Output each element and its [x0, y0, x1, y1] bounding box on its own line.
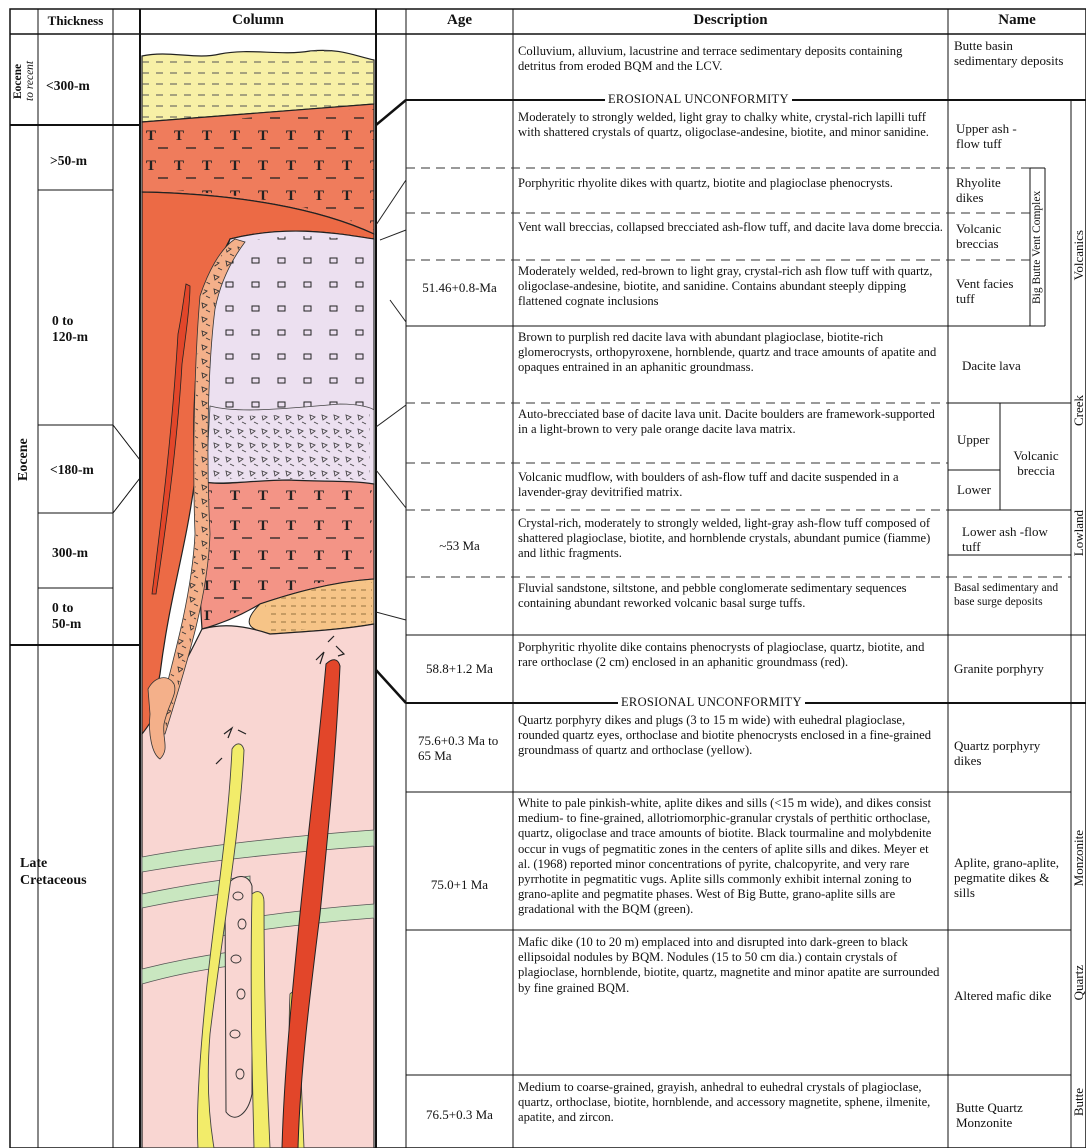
era-late-cretaceous: Late Cretaceous: [20, 855, 87, 889]
era-eocene: Eocene: [16, 420, 32, 500]
name-row-2: Upper ash -flow tuff: [952, 121, 1030, 151]
era-eocene-recent-line1: Eocene: [12, 63, 24, 98]
name-row-6: Dacite lava: [958, 358, 1068, 373]
name-row-7: Upper: [953, 432, 999, 447]
age-row-12: 75.6+0.3 Ma to 65 Ma: [406, 733, 513, 763]
name-row-8: Lower: [953, 482, 999, 497]
desc-row-7: Auto-brecciated base of dacite lava unit…: [513, 407, 948, 437]
name-row-1: Butte basin sedimentary deposits: [950, 38, 1070, 68]
unconformity-upper: EROSIONAL UNCONFORMITY: [605, 92, 792, 107]
desc-row-1: Colluvium, alluvium, lacustrine and terr…: [513, 44, 948, 74]
desc-row-6: Brown to purplish red dacite lava with a…: [513, 330, 948, 376]
thickness-1: <300-m: [46, 78, 90, 94]
name-row-15: Butte Quartz Monzonite: [952, 1100, 1067, 1130]
name-row-4: Volcanic breccias: [952, 221, 1030, 251]
name-row-9: Lower ash -flow tuff: [958, 524, 1068, 554]
era-late-line2: Cretaceous: [20, 872, 87, 889]
name-row-11: Granite porphyry: [950, 661, 1070, 676]
header-description: Description: [513, 12, 948, 29]
desc-row-12: Quartz porphyry dikes and plugs (3 to 15…: [513, 713, 948, 759]
desc-row-10: Fluvial sandstone, siltstone, and pebble…: [513, 581, 948, 611]
thickness-5: 300-m: [52, 545, 88, 561]
stratigraphic-column: T: [140, 34, 376, 1148]
name-volcanic-breccia: Volcanic breccia: [1003, 448, 1069, 478]
header-age: Age: [406, 12, 513, 29]
name-row-13: Aplite, grano-aplite, pegmatite dikes & …: [950, 855, 1070, 900]
desc-row-3: Porphyritic rhyolite dikes with quartz, …: [513, 176, 948, 191]
era-eocene-recent-line2: to recent: [24, 61, 36, 101]
side-label-monzonite: Monzonite: [1071, 830, 1086, 886]
desc-row-8: Volcanic mudflow, with boulders of ash-f…: [513, 470, 948, 500]
age-row-15: 76.5+0.3 Ma: [406, 1107, 513, 1122]
thickness-6b: 50-m: [52, 616, 81, 632]
era-eocene-recent: Eocene to recent: [12, 42, 36, 120]
age-row-11: 58.8+1.2 Ma: [406, 661, 513, 676]
desc-row-11: Porphyritic rhyolite dike contains pheno…: [513, 640, 948, 670]
name-row-14: Altered mafic dike: [950, 988, 1070, 1003]
desc-row-9: Crystal-rich, moderately to strongly wel…: [513, 516, 948, 562]
unit-mafic-dike: [225, 877, 252, 1118]
unconformity-lower: EROSIONAL UNCONFORMITY: [618, 695, 805, 710]
desc-row-14: Mafic dike (10 to 20 m) emplaced into an…: [513, 935, 948, 996]
desc-row-2: Moderately to strongly welded, light gra…: [513, 110, 948, 140]
desc-row-13: White to pale pinkish-white, aplite dike…: [513, 796, 948, 918]
side-label-butte: Butte: [1071, 1088, 1086, 1116]
desc-row-15: Medium to coarse-grained, grayish, anhed…: [513, 1080, 948, 1126]
big-butte-vent-complex-label: Big Butte Vent Complex: [1030, 172, 1045, 322]
side-label-creek: Creek: [1071, 395, 1086, 426]
name-row-3: Rhyolite dikes: [952, 175, 1030, 205]
age-row-5: 51.46+0.8-Ma: [406, 280, 513, 295]
thickness-2: >50-m: [50, 153, 87, 169]
name-row-5: Vent facies tuff: [952, 276, 1030, 306]
side-label-lowland: Lowland: [1071, 510, 1086, 556]
name-row-10: Basal sedimentary and base surge deposit…: [950, 582, 1070, 609]
side-label-quartz: Quartz: [1071, 965, 1086, 1000]
thickness-4: <180-m: [50, 462, 94, 478]
header-name: Name: [948, 12, 1086, 29]
age-row-9: ~53 Ma: [406, 538, 513, 553]
thickness-6a: 0 to: [52, 600, 73, 616]
thickness-3a: 0 to: [52, 313, 73, 329]
name-row-12: Quartz porphyry dikes: [950, 738, 1070, 768]
desc-row-5: Moderately welded, red-brown to light gr…: [513, 264, 948, 310]
side-label-volcanics: Volcanics: [1071, 230, 1086, 280]
thickness-3b: 120-m: [52, 329, 88, 345]
header-thickness: Thickness: [38, 13, 113, 29]
era-late-line1: Late: [20, 855, 87, 872]
desc-row-4: Vent wall breccias, collapsed brecciated…: [513, 220, 948, 235]
header-column: Column: [140, 12, 376, 29]
age-row-13: 75.0+1 Ma: [406, 877, 513, 892]
